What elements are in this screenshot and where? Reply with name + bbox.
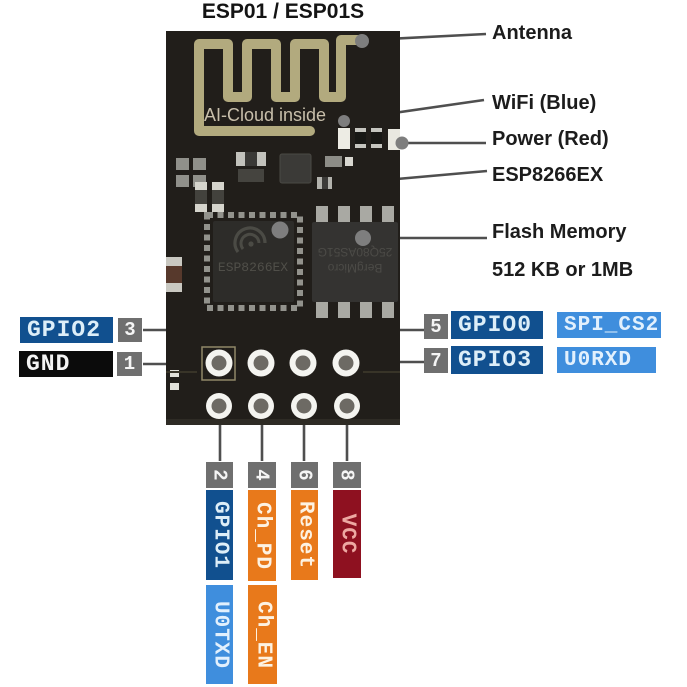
callout-dots bbox=[271, 34, 409, 246]
pin-label-gpio3: GPIO3 bbox=[451, 346, 543, 374]
pin-number-8: 8 bbox=[333, 462, 361, 488]
pin-label-gpio1-text: GPIO1 bbox=[208, 500, 231, 570]
esp8266-chip: ESP8266EX bbox=[204, 212, 303, 311]
flash-label-line1: Flash Memory bbox=[492, 221, 627, 243]
pin-number-6: 6 bbox=[291, 462, 318, 488]
wifi-led-label: WiFi (Blue) bbox=[492, 92, 597, 114]
chip-label: ESP8266EX bbox=[492, 164, 604, 186]
wifi-led bbox=[338, 128, 350, 149]
pin-number-4-digit: 4 bbox=[251, 469, 273, 481]
pin-label-gpio1: GPIO1 bbox=[206, 490, 233, 580]
pin-label-vcc-text: VCC bbox=[335, 513, 359, 555]
pin-number-2-digit: 2 bbox=[208, 469, 231, 481]
pin-alt-label-ch-en: Ch_EN bbox=[248, 585, 277, 684]
espressif-logo bbox=[233, 226, 267, 253]
pin-alt-label-u0txd: U0TXD bbox=[206, 585, 233, 684]
pin-label-ch-pd: Ch_PD bbox=[248, 490, 276, 581]
flash-label-line2: 512 KB or 1MB bbox=[492, 259, 634, 281]
pin-number-8-digit: 8 bbox=[336, 469, 358, 481]
pin-number-5: 5 bbox=[424, 314, 448, 339]
flash-chip: BergMicro 25Q80AS51G bbox=[312, 206, 398, 318]
pin-number-7: 7 bbox=[424, 348, 448, 373]
wifi-dot bbox=[338, 115, 350, 127]
pcb-bottom-edge bbox=[166, 419, 400, 425]
power-led-label: Power (Red) bbox=[492, 128, 609, 150]
antenna-dot bbox=[355, 34, 369, 48]
flash-marking: BergMicro 25Q80AS51G bbox=[318, 245, 393, 275]
pin-number-2: 2 bbox=[206, 462, 233, 488]
pin-alt-label-u0rxd: U0RXD bbox=[557, 347, 656, 373]
antenna-label: Antenna bbox=[492, 22, 572, 44]
pin-number-6-digit: 6 bbox=[293, 469, 316, 481]
silkscreen-text: AI-Cloud inside bbox=[204, 105, 326, 125]
svg-text:BergMicro: BergMicro bbox=[327, 261, 382, 275]
page-title: ESP01 / ESP01S bbox=[201, 0, 365, 23]
smd-components bbox=[166, 152, 400, 390]
power-dot bbox=[395, 136, 409, 150]
pin1-square-marker bbox=[201, 346, 236, 381]
svg-text:25Q80AS51G: 25Q80AS51G bbox=[318, 245, 393, 259]
pin-label-ch-pd-text: Ch_PD bbox=[250, 501, 274, 570]
pin-number-4: 4 bbox=[248, 462, 276, 488]
pin-holes bbox=[201, 346, 360, 419]
chip-marking-text: ESP8266EX bbox=[218, 260, 288, 275]
antenna-trace bbox=[194, 35, 363, 136]
pin-label-gpio0: GPIO0 bbox=[451, 311, 543, 339]
pin-number-3: 3 bbox=[118, 318, 142, 342]
pin-alt-label-u0txd-text: U0TXD bbox=[208, 600, 231, 669]
pin-label-reset-text: Reset bbox=[293, 500, 316, 570]
flash-dot bbox=[355, 230, 371, 246]
pin-label-gnd: GND bbox=[19, 351, 113, 377]
pin-alt-label-spi-cs2: SPI_CS2 bbox=[557, 312, 661, 338]
pin-alt-label-ch-en-text: Ch_EN bbox=[251, 600, 274, 669]
pin-number-1: 1 bbox=[117, 352, 142, 376]
chip-dot bbox=[271, 221, 289, 239]
pin-label-gpio2: GPIO2 bbox=[20, 317, 113, 343]
pin-label-vcc: VCC bbox=[333, 490, 361, 578]
pin-label-reset: Reset bbox=[291, 490, 318, 580]
